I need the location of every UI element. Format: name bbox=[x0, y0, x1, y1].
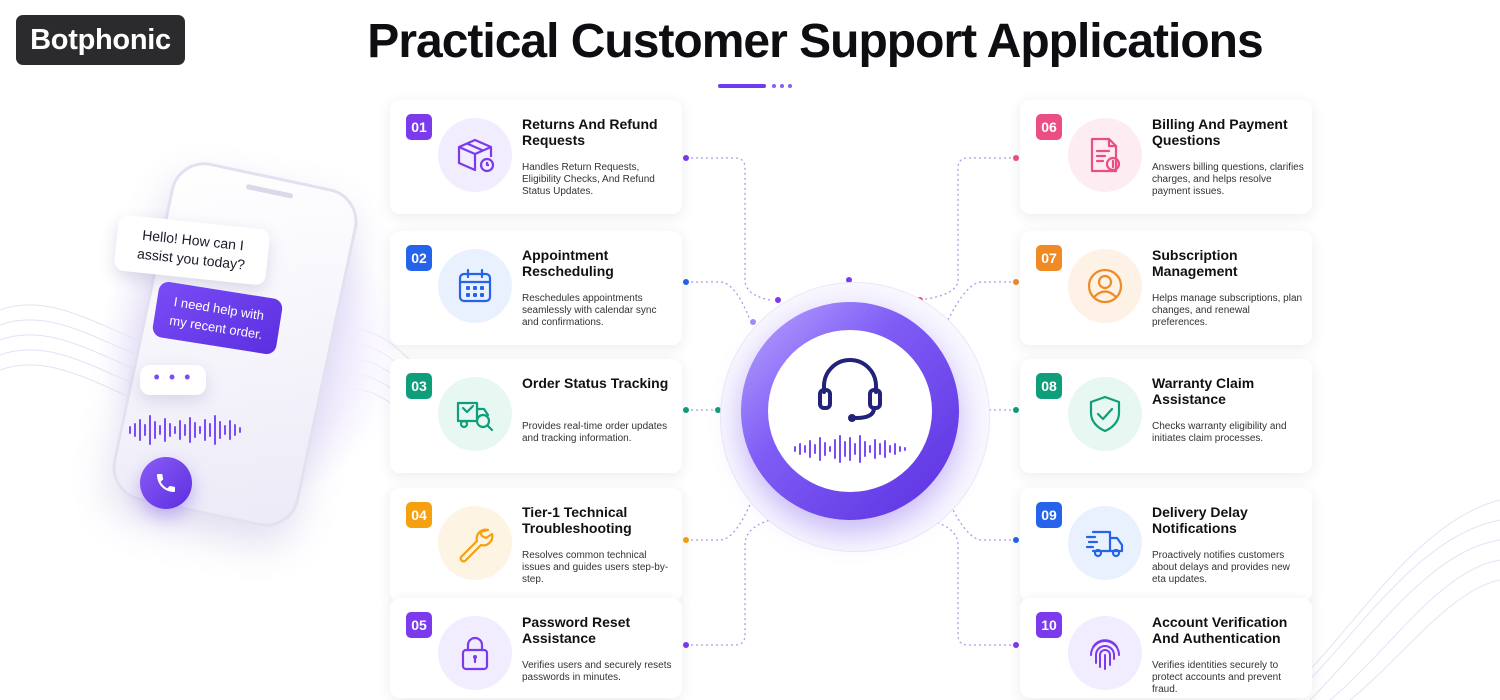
center-hub bbox=[768, 330, 932, 492]
card-title: Subscription Management bbox=[1152, 247, 1238, 279]
invoice-icon bbox=[1090, 137, 1121, 173]
phone-icon bbox=[157, 474, 175, 492]
title-accent bbox=[718, 84, 792, 88]
card-description: Verifies identities securely to protect … bbox=[1152, 660, 1281, 695]
application-card-10[interactable]: 10 Account Verification And Authenticati… bbox=[1020, 598, 1312, 698]
card-number: 01 bbox=[406, 114, 432, 140]
card-number: 04 bbox=[406, 502, 432, 528]
card-description: Provides real-time order updates and tra… bbox=[522, 421, 668, 444]
card-description: Answers billing questions, clarifies cha… bbox=[1152, 162, 1304, 197]
card-title: Account Verification And Authentication bbox=[1152, 614, 1288, 646]
application-card-06[interactable]: 06 Billing And Payment Questions Answers… bbox=[1020, 100, 1312, 214]
application-card-03[interactable]: 03 Order Status Tracking Provides real-t… bbox=[390, 359, 682, 473]
card-number: 09 bbox=[1036, 502, 1062, 528]
card-number: 08 bbox=[1036, 373, 1062, 399]
card-description: Handles Return Requests, Eligibility Che… bbox=[522, 162, 655, 197]
application-card-09[interactable]: 09 Delivery Delay Notifications Proactiv… bbox=[1020, 488, 1312, 602]
page-title: Practical Customer Support Applications bbox=[367, 15, 1263, 68]
card-description: Reschedules appointments seamlessly with… bbox=[522, 293, 657, 328]
application-card-05[interactable]: 05 Password Reset Assistance Verifies us… bbox=[390, 598, 682, 698]
voice-waveform-icon bbox=[794, 435, 906, 463]
card-title: Appointment Rescheduling bbox=[522, 247, 614, 279]
card-number: 10 bbox=[1036, 612, 1062, 638]
card-title: Returns And Refund Requests bbox=[522, 116, 658, 148]
card-description: Verifies users and securely resets passw… bbox=[522, 660, 672, 683]
package-return-icon bbox=[457, 138, 495, 173]
user-circle-icon bbox=[1087, 268, 1123, 304]
brand-logo: Botphonic bbox=[16, 15, 185, 65]
card-title: Warranty Claim Assistance bbox=[1152, 375, 1255, 407]
card-title: Tier-1 Technical Troubleshooting bbox=[522, 504, 632, 536]
wrench-icon bbox=[459, 528, 494, 563]
card-number: 05 bbox=[406, 612, 432, 638]
shield-check-icon bbox=[1089, 395, 1121, 433]
delivery-truck-icon bbox=[1085, 530, 1124, 558]
lock-icon bbox=[461, 636, 489, 671]
card-description: Checks warranty eligibility and initiate… bbox=[1152, 421, 1287, 444]
card-number: 02 bbox=[406, 245, 432, 271]
calendar-icon bbox=[458, 268, 492, 303]
card-number: 03 bbox=[406, 373, 432, 399]
application-card-02[interactable]: 02 Appointment Rescheduling Reschedules … bbox=[390, 231, 682, 345]
application-card-07[interactable]: 07 Subscription Management Helps manage … bbox=[1020, 231, 1312, 345]
fingerprint-icon bbox=[1090, 639, 1120, 670]
card-title: Delivery Delay Notifications bbox=[1152, 504, 1248, 536]
card-title: Order Status Tracking bbox=[522, 375, 669, 391]
headset-icon bbox=[818, 358, 882, 422]
application-card-04[interactable]: 04 Tier-1 Technical Troubleshooting Reso… bbox=[390, 488, 682, 602]
voice-waveform-icon bbox=[129, 415, 241, 445]
card-number: 06 bbox=[1036, 114, 1062, 140]
call-button[interactable] bbox=[140, 457, 192, 509]
card-description: Proactively notifies customers about del… bbox=[1152, 550, 1290, 585]
phone-illustration: Hello! How can I assist you today? I nee… bbox=[60, 156, 400, 533]
application-card-01[interactable]: 01 Returns And Refund Requests Handles R… bbox=[390, 100, 682, 214]
application-card-08[interactable]: 08 Warranty Claim Assistance Checks warr… bbox=[1020, 359, 1312, 473]
card-number: 07 bbox=[1036, 245, 1062, 271]
typing-indicator: • • • bbox=[140, 365, 206, 395]
card-title: Billing And Payment Questions bbox=[1152, 116, 1288, 148]
truck-search-icon bbox=[456, 401, 494, 432]
card-title: Password Reset Assistance bbox=[522, 614, 631, 646]
card-description: Resolves common technical issues and gui… bbox=[522, 550, 669, 585]
card-description: Helps manage subscriptions, plan changes… bbox=[1152, 293, 1303, 328]
